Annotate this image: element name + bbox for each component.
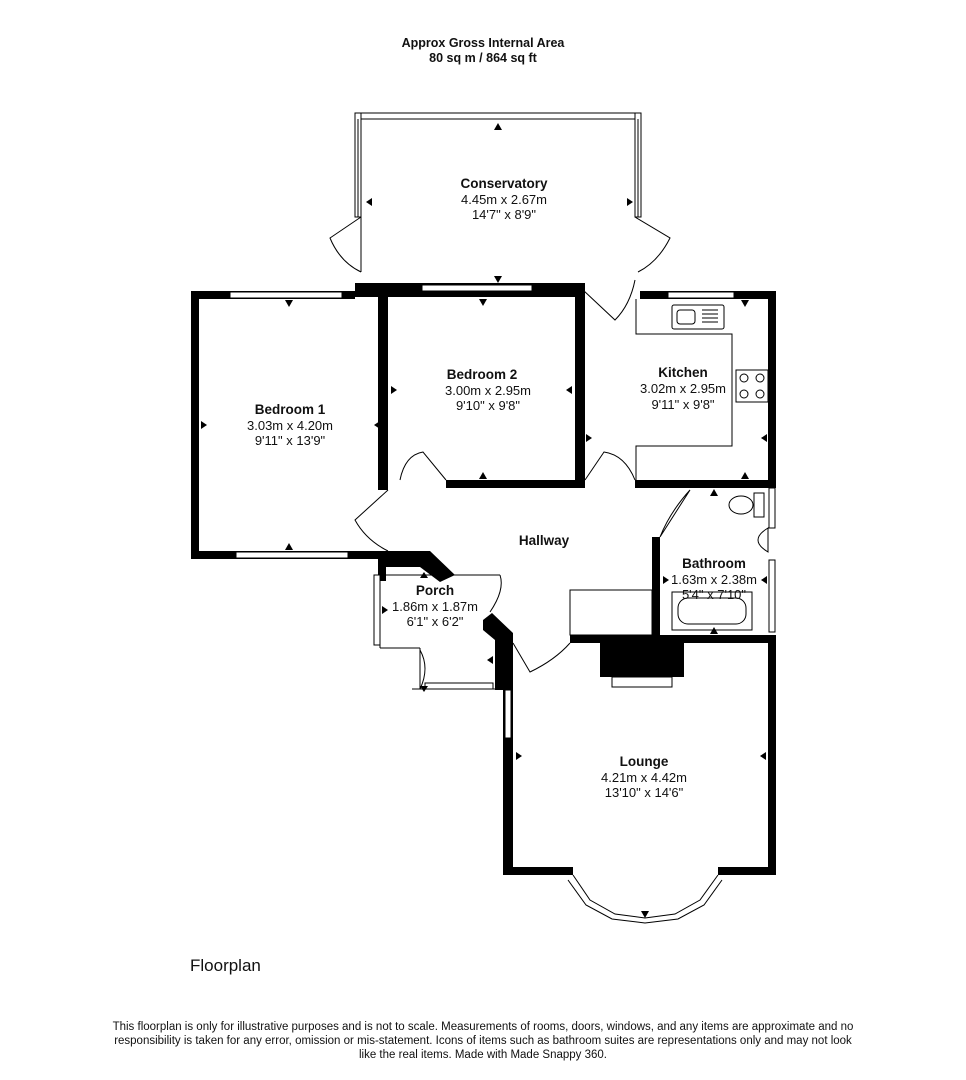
area-value: 80 sq m / 864 sq ft xyxy=(429,51,537,65)
toilet-cistern-icon xyxy=(753,492,765,518)
kitchen-name: Kitchen xyxy=(658,365,708,380)
porch-imperial: 6'1" x 6'2" xyxy=(407,614,464,629)
kitchen-imperial: 9'11" x 9'8" xyxy=(651,397,714,412)
kitchen-door xyxy=(584,451,636,481)
bathroom-door xyxy=(659,489,691,538)
bedroom1-imperial: 9'11" x 13'9" xyxy=(255,433,326,448)
area-header: Approx Gross Internal Area 80 sq m / 864… xyxy=(0,36,966,66)
bedroom2-imperial: 9'10" x 9'8" xyxy=(456,398,520,413)
bedroom2-name: Bedroom 2 xyxy=(447,367,518,382)
kitchen-metric: 3.02m x 2.95m xyxy=(640,381,726,396)
bathroom-imperial: 5'4" x 7'10" xyxy=(682,587,746,602)
bedroom2-metric: 3.00m x 2.95m xyxy=(445,383,531,398)
lounge-door xyxy=(512,642,571,673)
porch-metric: 1.86m x 1.87m xyxy=(392,599,478,614)
conservatory-metric: 4.45m x 2.67m xyxy=(461,192,547,207)
windows xyxy=(229,284,776,739)
floorplan-caption: Floorplan xyxy=(190,956,261,975)
conservatory-name: Conservatory xyxy=(460,176,548,191)
basin-icon xyxy=(757,527,769,553)
porch-front-door xyxy=(419,649,426,690)
bathroom-name: Bathroom xyxy=(682,556,746,571)
disclaimer-text: This floorplan is only for illustrative … xyxy=(112,1021,854,1061)
kitchen-fittings xyxy=(671,304,769,403)
hob-icon xyxy=(735,369,769,403)
doors xyxy=(354,279,691,690)
conservatory-door-left xyxy=(329,216,362,273)
bedroom1-door xyxy=(354,489,389,552)
bedroom1-metric: 3.03m x 4.20m xyxy=(247,418,333,433)
conservatory-walls xyxy=(354,112,642,218)
area-title: Approx Gross Internal Area xyxy=(401,36,565,50)
conservatory-door-right xyxy=(634,216,671,273)
conservatory-imperial: 14'7" x 8'9" xyxy=(472,207,536,222)
toilet-icon xyxy=(728,495,754,515)
lounge-imperial: 13'10" x 14'6" xyxy=(605,785,684,800)
bathroom-fittings xyxy=(671,492,769,631)
lounge-metric: 4.21m x 4.42m xyxy=(601,770,687,785)
hallway-name: Hallway xyxy=(519,533,570,548)
porch-door xyxy=(489,574,502,613)
bathroom-metric: 1.63m x 2.38m xyxy=(671,572,757,587)
measurement-arrows xyxy=(201,123,767,918)
lounge-name: Lounge xyxy=(620,754,669,769)
bedroom2-door xyxy=(399,451,447,481)
bedroom1-name: Bedroom 1 xyxy=(255,402,326,417)
conservatory-kitchen-door xyxy=(582,279,636,321)
porch-name: Porch xyxy=(416,583,454,598)
